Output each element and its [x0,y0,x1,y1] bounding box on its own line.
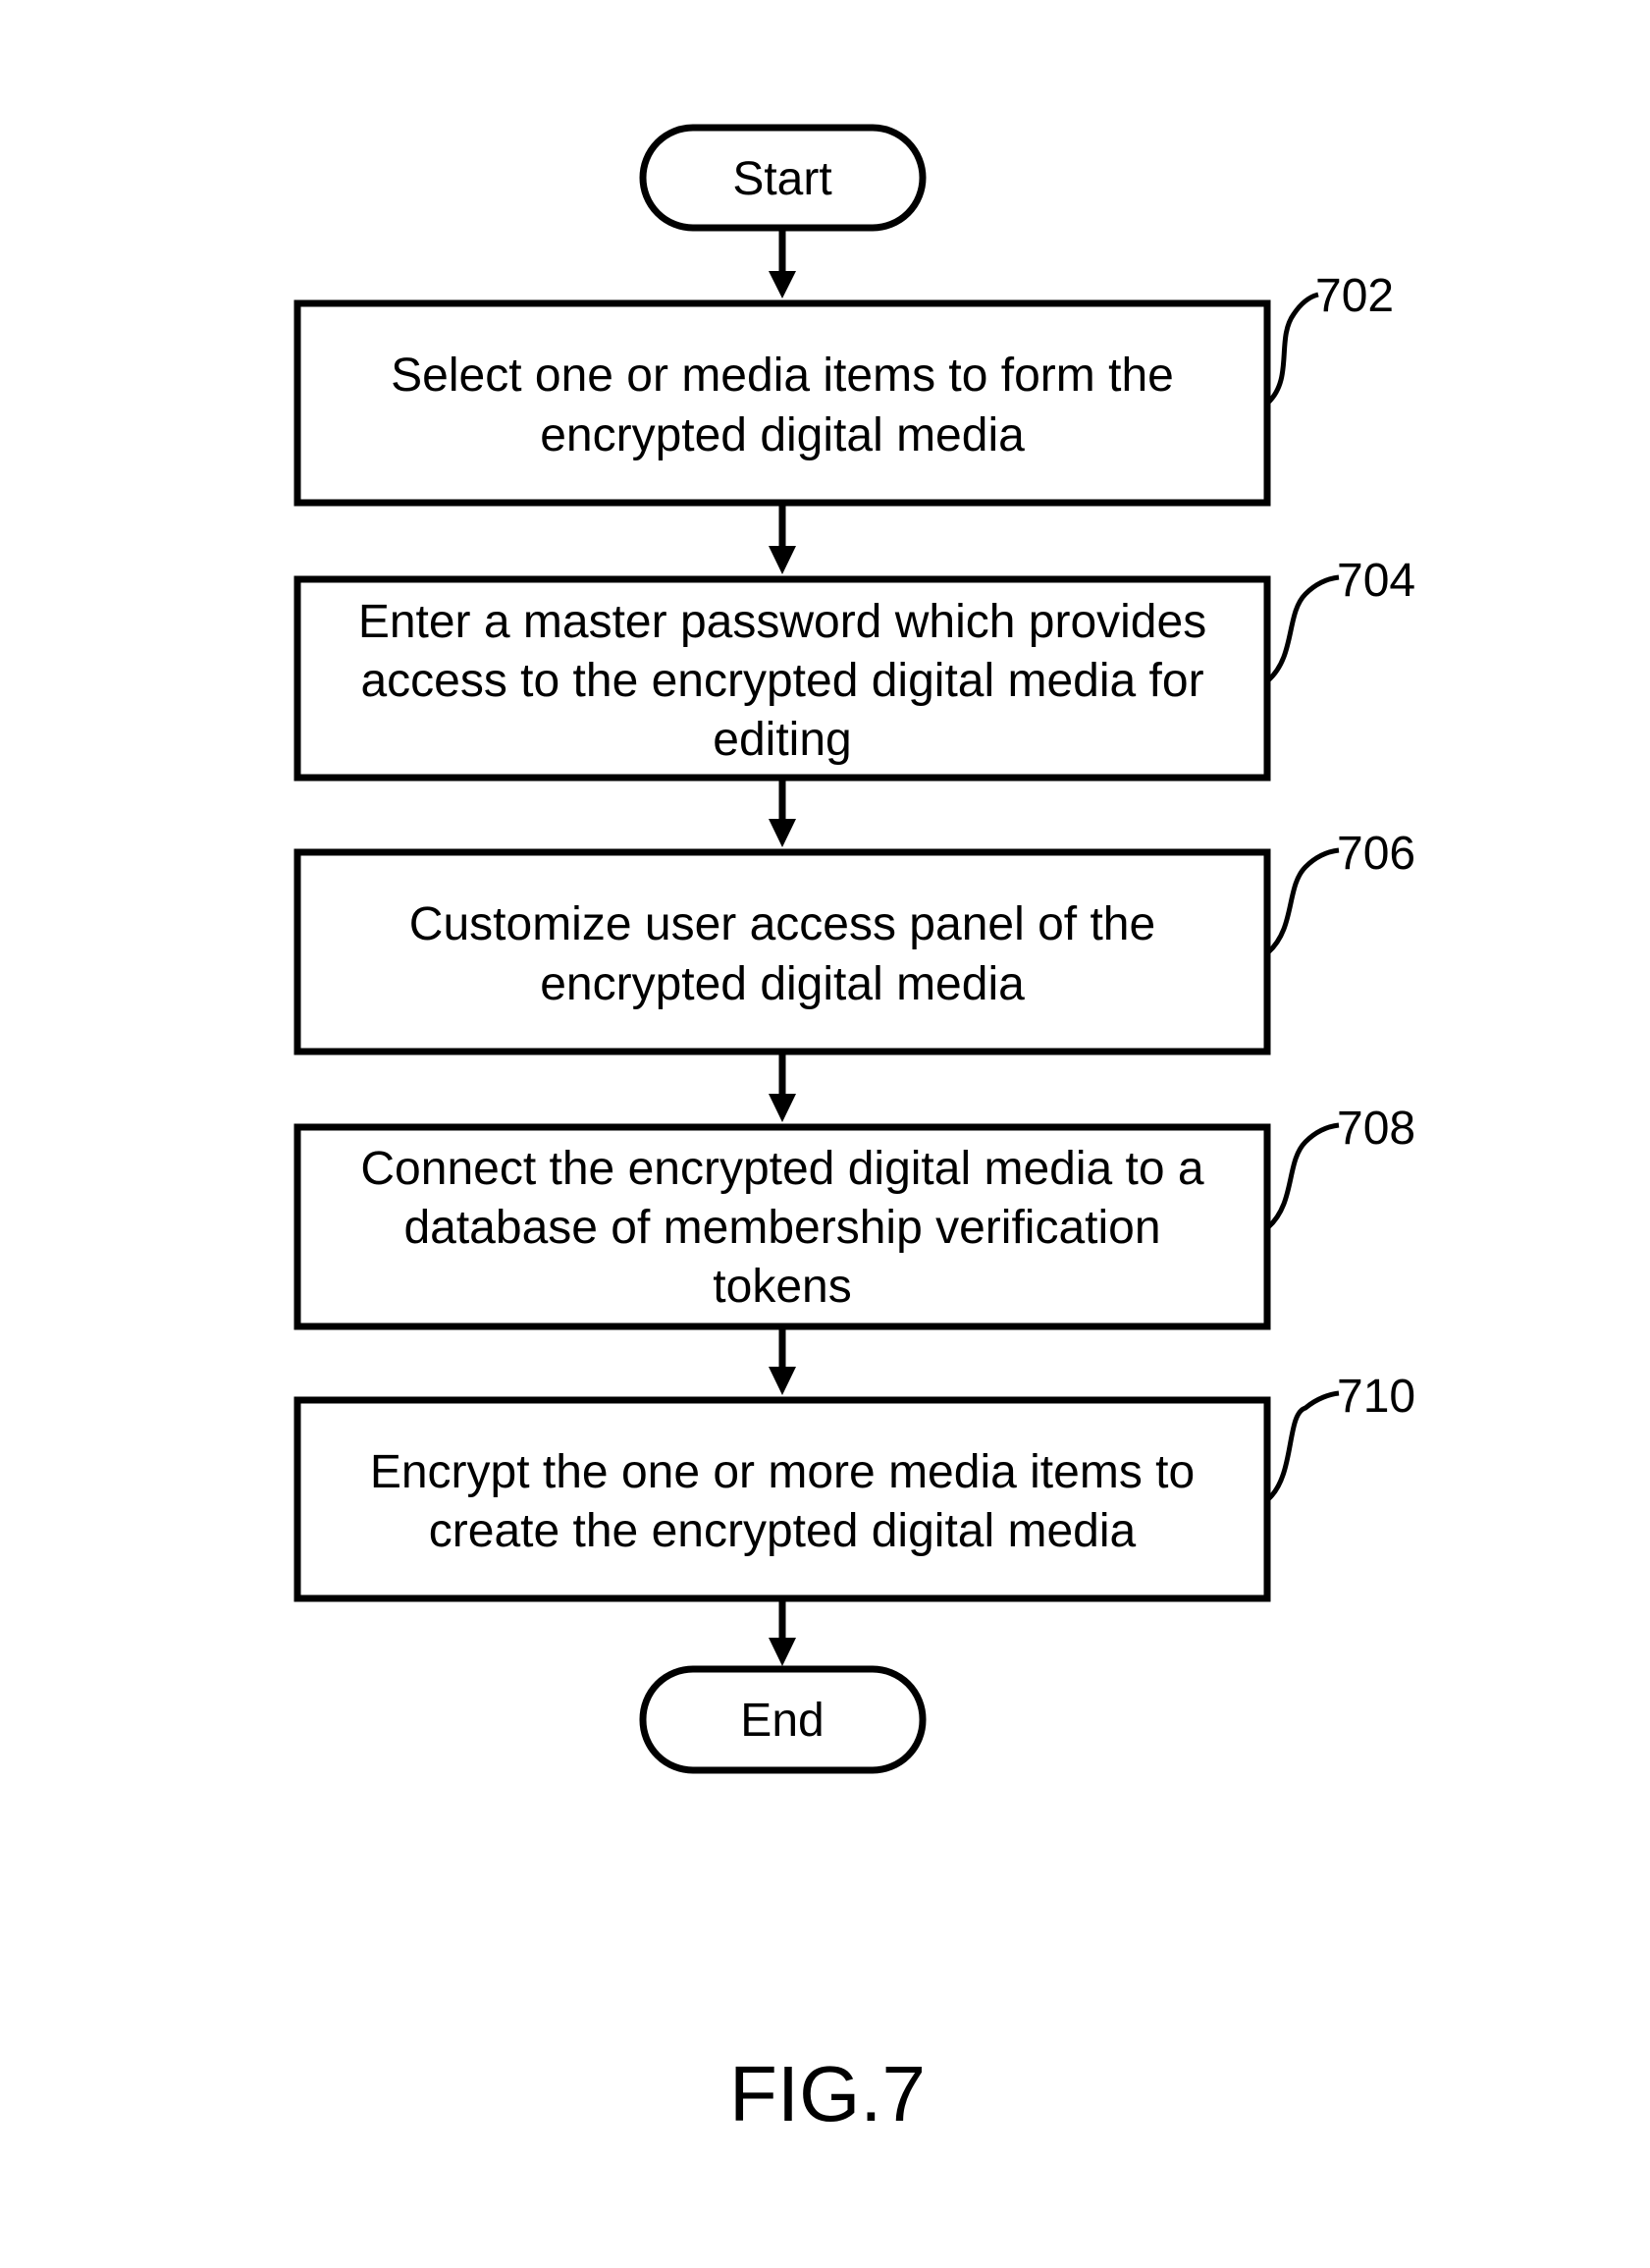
start-terminal-label: Start [732,153,831,205]
step-704-leader [1268,577,1339,680]
step-710: Encrypt the one or more media items to c… [297,1371,1415,1598]
step-710-line-1: Encrypt the one or more media items to [370,1446,1195,1498]
step-704-line-3: editing [713,714,851,766]
connector-702-to-704 [769,503,796,574]
step-702-leader [1268,295,1318,403]
step-706-line-1: Customize user access panel of the [409,898,1155,950]
step-706-line-2: encrypted digital media [540,958,1025,1010]
step-702-line-2: encrypted digital media [540,409,1025,461]
step-706-leader [1268,850,1339,952]
connector-710-to-end [769,1598,796,1666]
step-708-leader [1268,1125,1339,1227]
step-706-ref: 706 [1337,828,1415,880]
step-702-ref: 702 [1315,270,1394,322]
connector-708-to-710 [769,1326,796,1395]
step-702-box [297,303,1267,503]
connector-704-to-706 [769,778,796,847]
step-706-box [297,852,1267,1052]
step-704-line-2: access to the encrypted digital media fo… [360,655,1203,707]
step-702: Select one or media items to form the en… [297,270,1394,503]
step-708-line-1: Connect the encrypted digital media to a [360,1143,1204,1195]
step-704: Enter a master password which provides a… [297,555,1415,778]
step-708-line-3: tokens [713,1261,851,1313]
connector-706-to-708 [769,1052,796,1122]
step-710-box [297,1400,1267,1598]
step-708-ref: 708 [1337,1103,1415,1155]
connector-start-to-702 [769,228,796,298]
figure-label: FIG.7 [729,2050,926,2137]
step-704-ref: 704 [1337,555,1415,607]
step-710-line-2: create the encrypted digital media [429,1505,1137,1557]
start-terminal: Start [643,128,923,228]
step-702-line-1: Select one or media items to form the [391,350,1174,402]
step-708-line-2: database of membership verification [403,1202,1160,1254]
step-710-ref: 710 [1337,1371,1415,1423]
step-706: Customize user access panel of the encry… [297,828,1415,1052]
end-terminal: End [643,1669,923,1770]
end-terminal-label: End [740,1695,824,1747]
step-710-leader [1268,1393,1339,1499]
step-708: Connect the encrypted digital media to a… [297,1103,1415,1326]
step-704-line-1: Enter a master password which provides [358,596,1206,648]
